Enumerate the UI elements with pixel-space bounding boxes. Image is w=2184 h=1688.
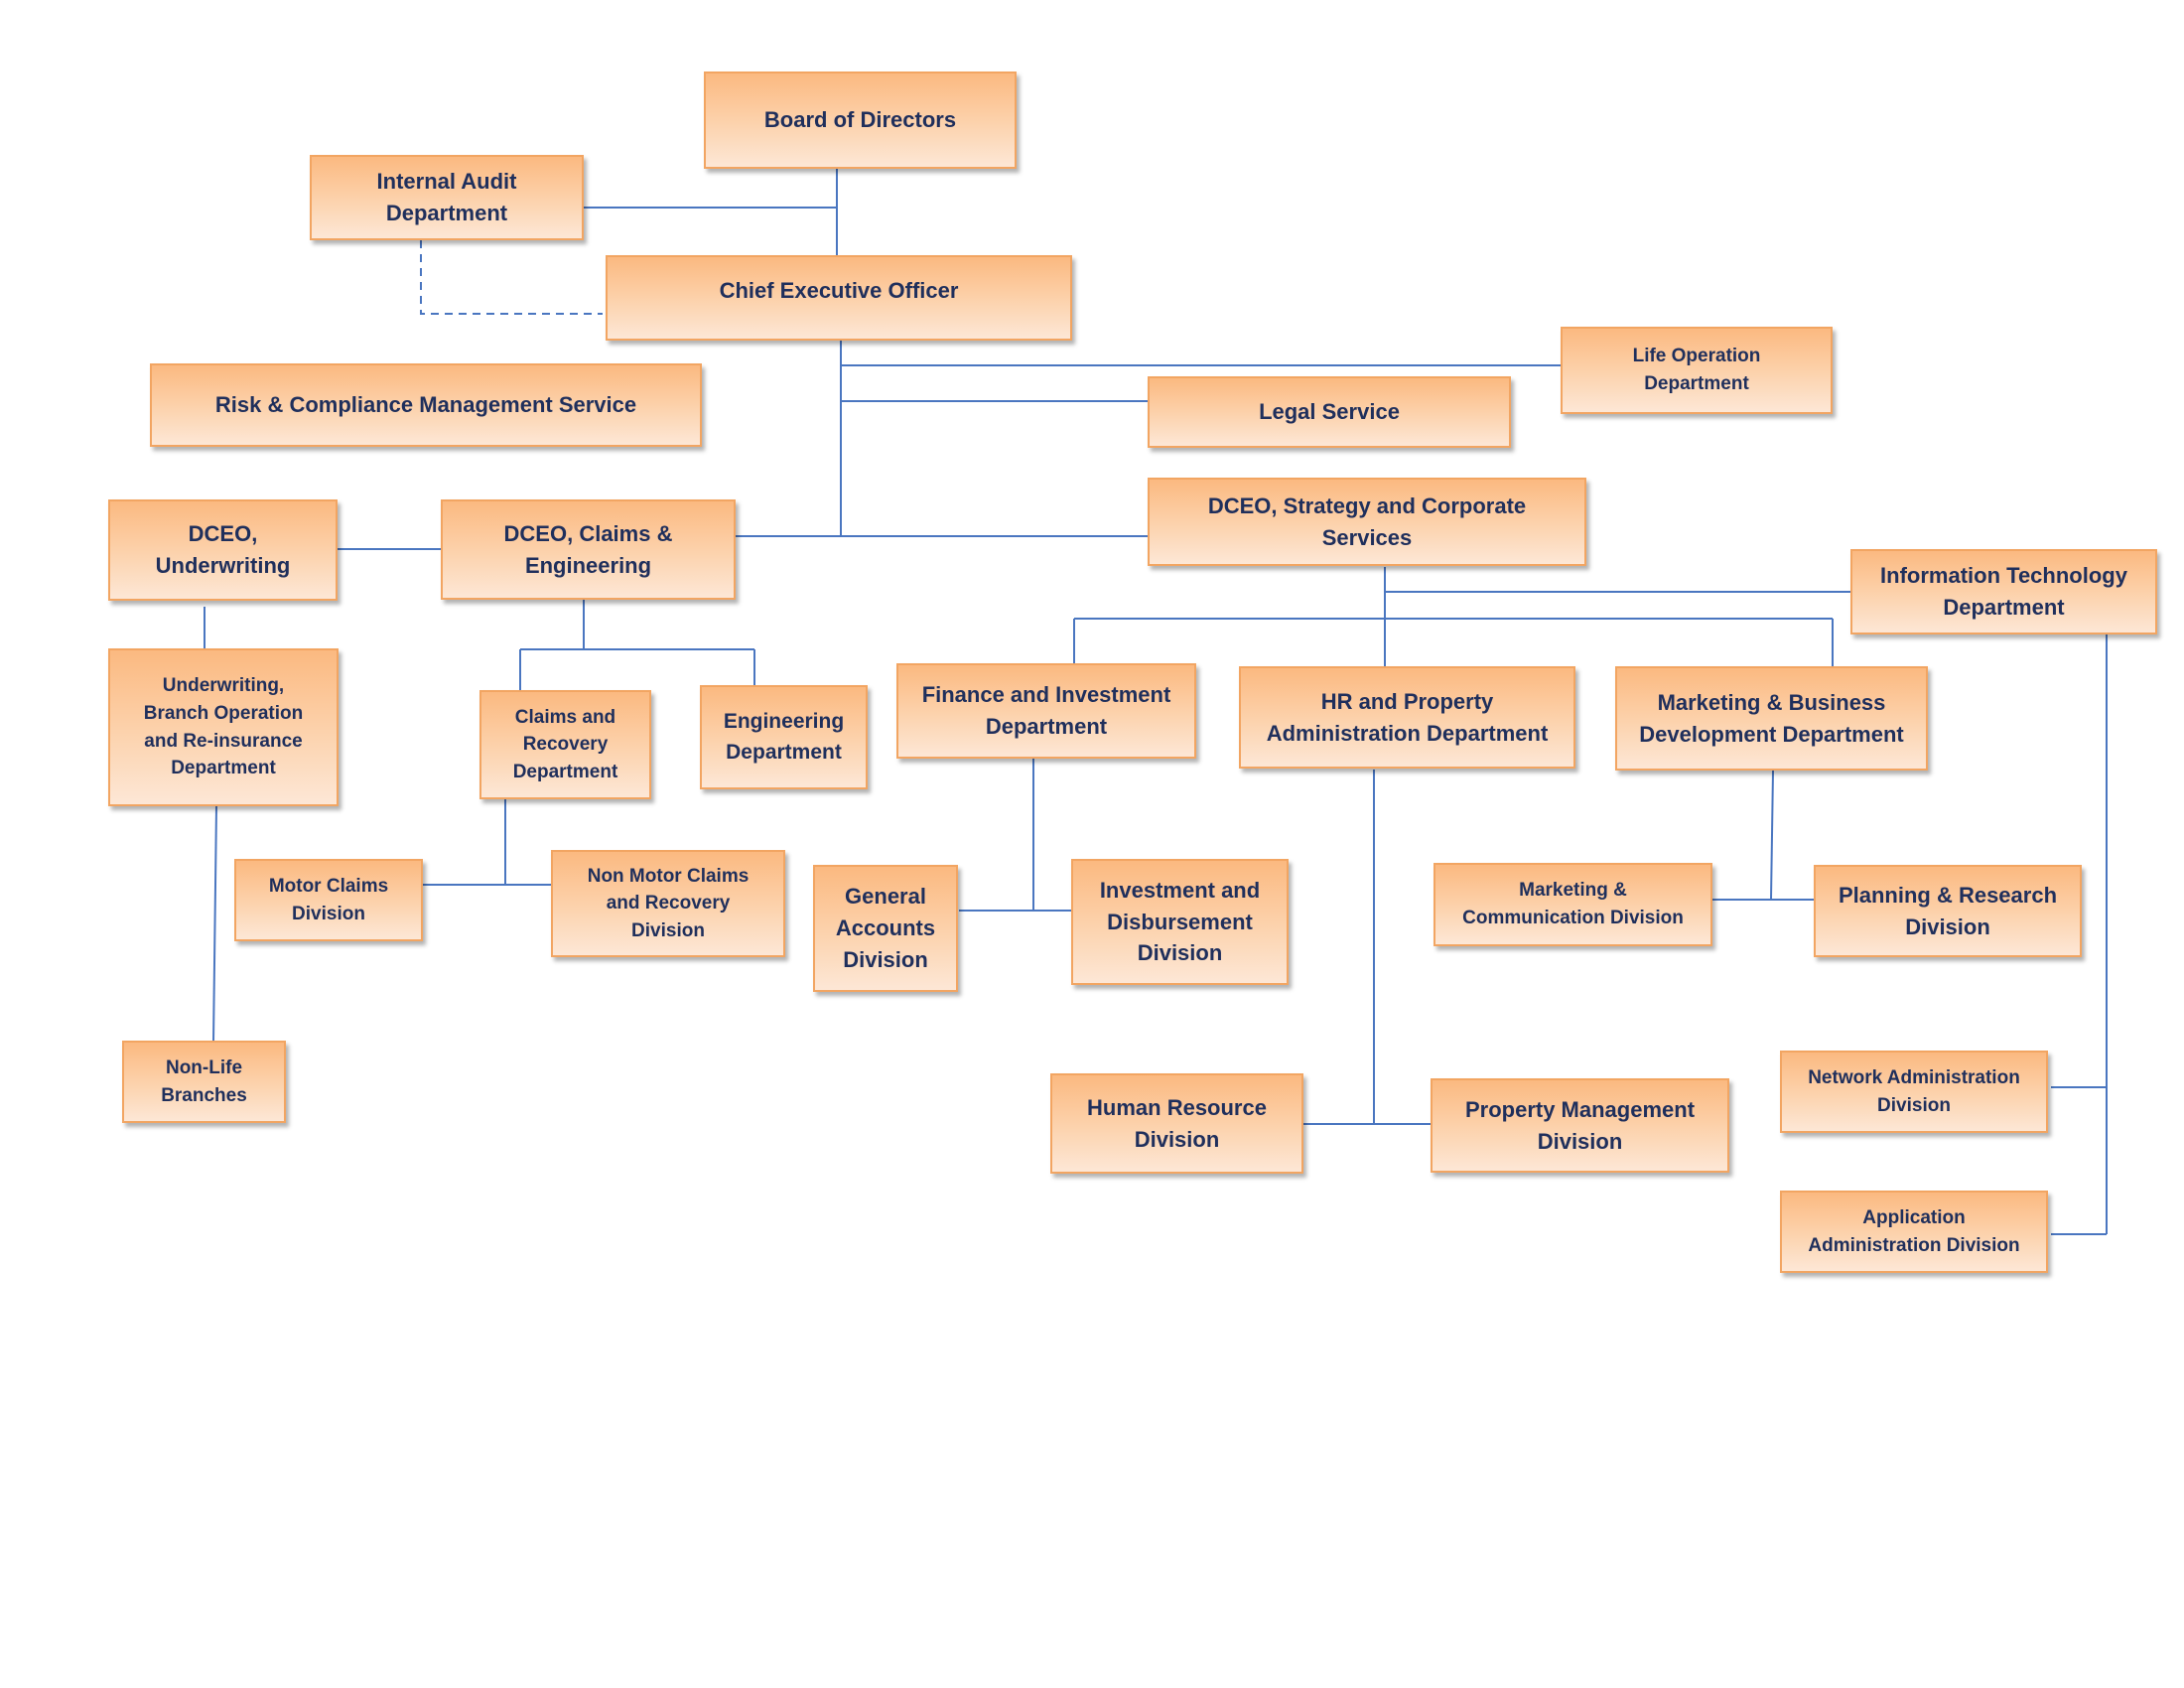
life-operation-label: Life Operation Department [1632, 346, 1761, 394]
marketing-department-label: Marketing & Business Development Departm… [1639, 689, 1904, 747]
it-department-label: Information Technology Department [1880, 563, 2127, 620]
legal-service-box: Legal Service [1148, 376, 1511, 448]
engineering-department-label: Engineering Department [723, 710, 845, 764]
internal-audit-label: Internal Audit Department [376, 169, 517, 225]
it-department-box: Information Technology Department [1850, 549, 2157, 634]
connector [1770, 770, 1774, 901]
network-administration-label: Network Administration Division [1808, 1066, 2020, 1116]
finance-department-label: Finance and Investment Department [921, 682, 1171, 739]
non-motor-claims-box: Non Motor Claims and Recovery Division [551, 850, 785, 957]
board-of-directors-box: Board of Directors [704, 71, 1017, 169]
dceo-strategy-box: DCEO, Strategy and Corporate Services [1148, 478, 1586, 566]
life-operation-box: Life Operation Department [1561, 327, 1833, 414]
risk-compliance-box: Risk & Compliance Management Service [150, 363, 702, 447]
motor-claims-box: Motor Claims Division [234, 859, 423, 941]
dceo-underwriting-label: DCEO, Underwriting [155, 521, 291, 578]
claims-recovery-department-box: Claims and Recovery Department [479, 690, 651, 799]
ceo-label: Chief Executive Officer [719, 278, 959, 303]
property-management-box: Property Management Division [1431, 1078, 1729, 1173]
human-resource-box: Human Resource Division [1050, 1073, 1303, 1174]
hr-department-label: HR and Property Administration Departmen… [1266, 688, 1549, 746]
general-accounts-box: General Accounts Division [813, 865, 958, 992]
motor-claims-label: Motor Claims Division [268, 875, 389, 924]
claims-recovery-department-label: Claims and Recovery Department [512, 706, 618, 782]
application-administration-box: Application Administration Division [1780, 1191, 2048, 1273]
non-motor-claims-label: Non Motor Claims and Recovery Division [587, 865, 750, 941]
marketing-communication-box: Marketing & Communication Division [1433, 863, 1712, 946]
marketing-department-box: Marketing & Business Development Departm… [1615, 666, 1928, 771]
connector [420, 240, 603, 315]
network-administration-box: Network Administration Division [1780, 1051, 2048, 1133]
property-management-label: Property Management Division [1464, 1096, 1696, 1154]
planning-research-label: Planning & Research Division [1838, 882, 2058, 939]
dceo-claims-box: DCEO, Claims & Engineering [441, 499, 736, 600]
human-resource-label: Human Resource Division [1087, 1094, 1267, 1152]
legal-service-label: Legal Service [1259, 399, 1400, 425]
investment-disbursement-label: Investment and Disbursement Division [1099, 877, 1261, 966]
application-administration-label: Application Administration Division [1808, 1206, 2020, 1256]
planning-research-box: Planning & Research Division [1814, 865, 2082, 957]
dceo-claims-label: DCEO, Claims & Engineering [503, 520, 673, 578]
hr-department-box: HR and Property Administration Departmen… [1239, 666, 1575, 769]
non-life-branches-box: Non-Life Branches [122, 1041, 286, 1123]
dceo-underwriting-box: DCEO, Underwriting [108, 499, 338, 601]
marketing-communication-label: Marketing & Communication Division [1462, 880, 1684, 928]
internal-audit-box: Internal Audit Department [310, 155, 584, 240]
engineering-department-box: Engineering Department [700, 685, 868, 789]
finance-department-box: Finance and Investment Department [896, 663, 1196, 759]
general-accounts-label: General Accounts Division [835, 884, 936, 972]
board-of-directors-label: Board of Directors [763, 107, 957, 133]
connector [212, 805, 217, 1043]
underwriting-department-label: Underwriting, Branch Operation and Re-in… [143, 675, 304, 779]
investment-disbursement-box: Investment and Disbursement Division [1071, 859, 1289, 985]
ceo-box: Chief Executive Officer [606, 255, 1072, 341]
non-life-branches-label: Non-Life Branches [161, 1056, 247, 1106]
dceo-strategy-label: DCEO, Strategy and Corporate Services [1207, 492, 1527, 550]
underwriting-department-box: Underwriting, Branch Operation and Re-in… [108, 648, 339, 806]
risk-compliance-label: Risk & Compliance Management Service [214, 392, 637, 418]
